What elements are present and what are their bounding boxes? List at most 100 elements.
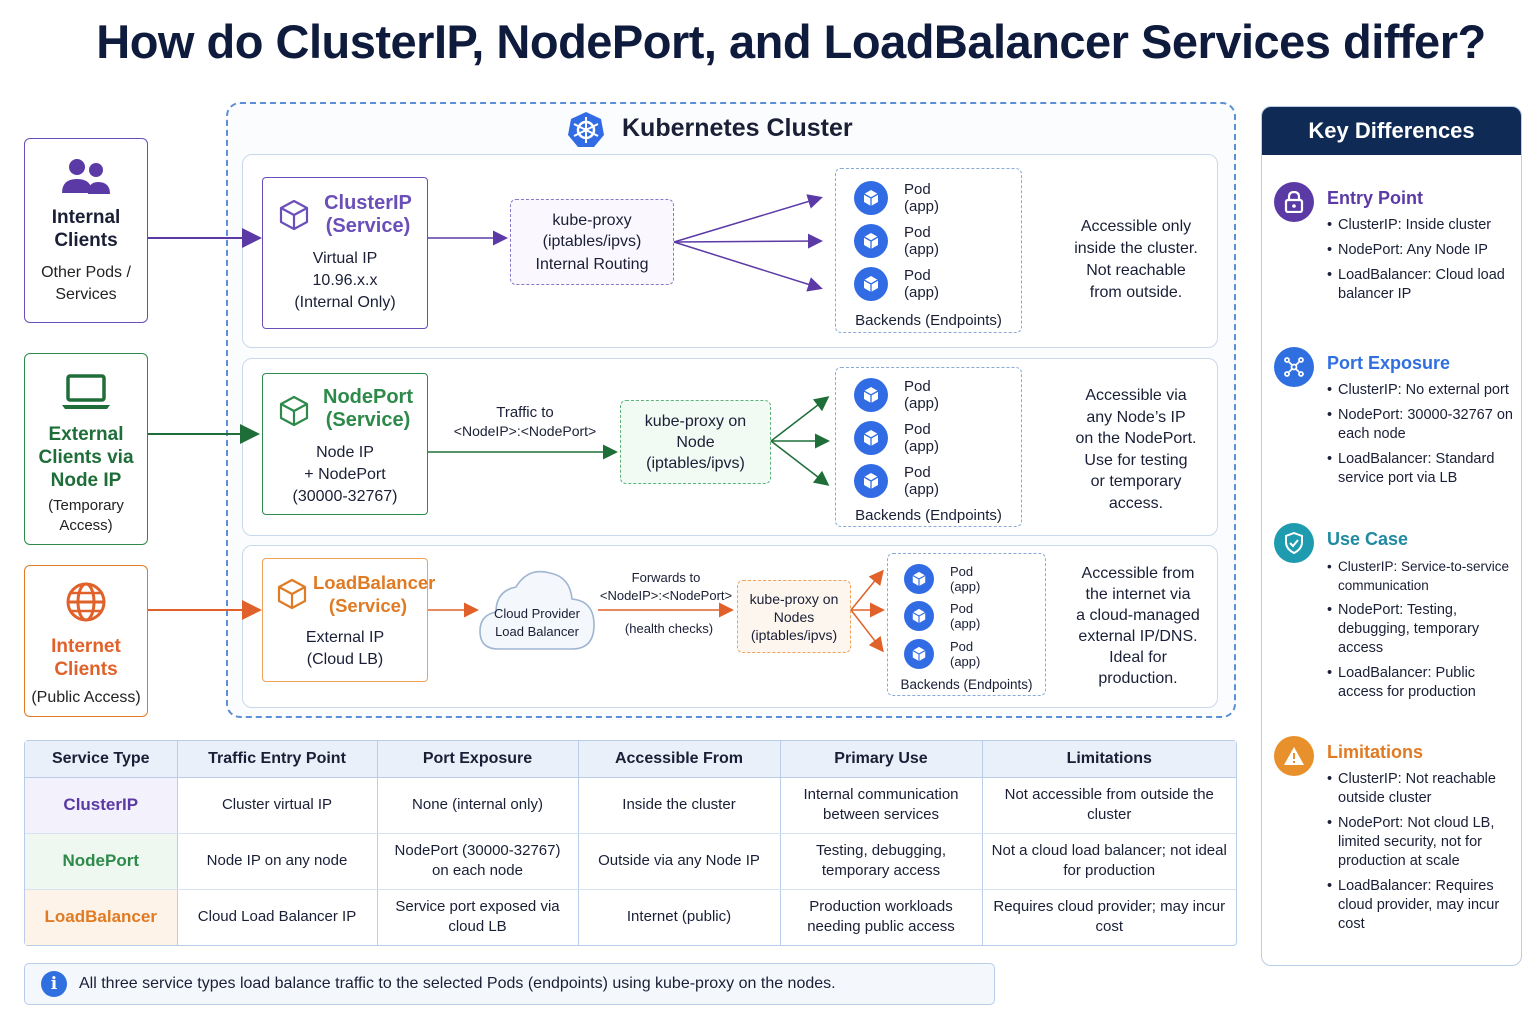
cloud-lb-line: Cloud Provider <box>494 606 580 621</box>
table-cell: None (internal only) <box>377 777 579 834</box>
info-note: i All three service types load balance t… <box>24 963 995 1005</box>
pod-icon <box>854 224 888 258</box>
table-header: Accessible From <box>578 741 781 778</box>
pod: Pod(app) <box>904 639 980 669</box>
nodeport-backends-box: Pod(app) Pod(app) Pod(app) Backends (End… <box>835 367 1022 527</box>
pod-icon <box>904 601 934 631</box>
pod-label: Pod <box>904 464 931 481</box>
kd-section-limitations: Limitations ClusterIP: Not reachable out… <box>1274 736 1520 956</box>
nodeport-line-1: Node IP <box>316 444 374 461</box>
table-header: Primary Use <box>780 741 983 778</box>
table-header-row: Service Type Traffic Entry Point Port Ex… <box>25 741 1236 778</box>
kd-section-title: Entry Point <box>1327 188 1424 208</box>
pod-label-app: (app) <box>904 481 940 498</box>
pod-icon <box>854 464 888 498</box>
kd-item: LoadBalancer: Requires cloud provider, m… <box>1327 877 1521 934</box>
pod-label-app: (app) <box>950 654 981 669</box>
kubernetes-icon <box>568 112 604 147</box>
cube-icon <box>279 395 309 427</box>
external-clients-box: External Clients via Node IP (Temporary … <box>24 353 148 545</box>
nodeport-proxy-line-3: (iptables/ipvs) <box>646 454 745 472</box>
nodeport-line-3: (30000-32767) <box>292 488 398 505</box>
cloud-lb-label: Cloud Provider Load Balancer <box>484 605 590 641</box>
backends-label: Backends (Endpoints) <box>855 507 1002 524</box>
kd-item: LoadBalancer: Standard service port via … <box>1327 450 1521 488</box>
pod: Pod(app) <box>854 224 939 258</box>
kd-item: ClusterIP: No external port <box>1327 381 1521 400</box>
comparison-table: Service Type Traffic Entry Point Port Ex… <box>24 740 1237 946</box>
cube-icon <box>279 199 309 231</box>
desc-line: the internet via <box>1085 586 1191 603</box>
warning-icon <box>1274 736 1314 776</box>
loadbalancer-line-2: (Cloud LB) <box>306 651 384 668</box>
clusterip-line-2: 10.96.x.x <box>312 272 378 289</box>
users-icon <box>62 159 110 194</box>
table-cell: LoadBalancer <box>25 889 178 945</box>
arrow-label-line: <NodeIP>:<NodePort> <box>599 588 733 603</box>
table-header: Service Type <box>25 741 178 778</box>
table-cell: Not a cloud load balancer; not ideal for… <box>982 833 1236 890</box>
pod: Pod(app) <box>904 601 980 631</box>
pod-icon <box>904 564 934 594</box>
desc-line: or temporary <box>1090 473 1182 490</box>
nodeport-proxy-box: kube-proxy on Node (iptables/ipvs) <box>620 400 771 484</box>
clusterip-proxy-line-3: Internal Routing <box>535 255 649 273</box>
table-header: Traffic Entry Point <box>177 741 378 778</box>
key-differences-title: Key Differences <box>1262 107 1521 155</box>
kd-section-use-case: Use Case ClusterIP: Service-to-service c… <box>1274 523 1520 723</box>
info-note-text: All three service types load balance tra… <box>79 975 836 992</box>
pod-icon <box>904 639 934 669</box>
nodeport-arrow-label: Traffic to <NodeIP>:<NodePort> <box>440 404 610 440</box>
pod: Pod(app) <box>854 378 939 412</box>
shield-icon <box>1274 523 1314 563</box>
kd-item: NodePort: Testing, debugging, temporary … <box>1327 601 1521 658</box>
desc-line: production. <box>1098 670 1178 687</box>
internet-clients-sub: (Public Access) <box>31 689 141 706</box>
desc-line: any Node’s IP <box>1086 408 1186 426</box>
desc-line: Use for testing <box>1084 451 1188 469</box>
loadbalancer-backends-box: Pod(app) Pod(app) Pod(app) Backends (End… <box>887 553 1046 696</box>
loadbalancer-description: Accessible from the internet via a cloud… <box>1064 563 1212 689</box>
lb-proxy-line-1: kube-proxy on <box>749 590 839 607</box>
cloud-lb-line: Load Balancer <box>495 624 579 639</box>
kd-section-port-exposure: Port Exposure ClusterIP: No external por… <box>1274 347 1520 517</box>
pod: Pod(app) <box>854 181 939 215</box>
nodeport-service-box: NodePort (Service) Node IP + NodePort (3… <box>262 373 428 515</box>
table-cell: Cloud Load Balancer IP <box>177 889 378 945</box>
clusterip-proxy-line-1: kube-proxy <box>552 211 632 229</box>
table-cell: Inside the cluster <box>578 777 781 834</box>
lb-proxy-line-3: (iptables/ipvs) <box>750 626 838 643</box>
desc-line: Ideal for <box>1109 649 1167 666</box>
health-checks-label: (health checks) <box>624 621 714 636</box>
external-clients-label: External Clients via Node IP <box>38 424 134 491</box>
table-cell: NodePort (30000-32767) on each node <box>377 833 579 890</box>
pod-label: Pod <box>904 224 931 241</box>
cube-icon <box>277 578 307 610</box>
internal-clients-label: Internal Clients <box>51 207 121 251</box>
nodeport-proxy-line-1: kube-proxy on <box>644 412 747 430</box>
table-row: LoadBalancer Cloud Load Balancer IP Serv… <box>25 889 1236 945</box>
clusterip-proxy-line-2: (iptables/ipvs) <box>542 232 642 250</box>
clusterip-description: Accessible only inside the cluster. Not … <box>1058 216 1214 304</box>
pod-label: Pod <box>904 378 931 395</box>
desc-line: Not reachable <box>1086 262 1186 279</box>
desc-line: on the NodePort. <box>1075 430 1197 447</box>
clusterip-line-3: (Internal Only) <box>294 294 396 311</box>
desc-line: Accessible from <box>1081 565 1195 582</box>
loadbalancer-service-title: LoadBalancer (Service) <box>313 572 436 616</box>
network-icon <box>1274 347 1314 387</box>
globe-icon <box>66 582 106 622</box>
pod-label: Pod <box>950 564 974 579</box>
pod-label-app: (app) <box>904 438 940 455</box>
clusterip-service-box: ClusterIP (Service) Virtual IP 10.96.x.x… <box>262 177 428 329</box>
kd-item: ClusterIP: Inside cluster <box>1327 216 1521 235</box>
desc-line: from outside. <box>1089 284 1183 301</box>
desc-line: Accessible via <box>1085 387 1187 404</box>
pod-label-app: (app) <box>904 198 940 215</box>
pod: Pod(app) <box>854 421 939 455</box>
table-cell: Not accessible from outside the cluster <box>982 777 1236 834</box>
lock-icon <box>1274 182 1314 222</box>
table-cell: Node IP on any node <box>177 833 378 890</box>
table-cell: ClusterIP <box>25 777 178 834</box>
pod: Pod(app) <box>854 464 939 498</box>
